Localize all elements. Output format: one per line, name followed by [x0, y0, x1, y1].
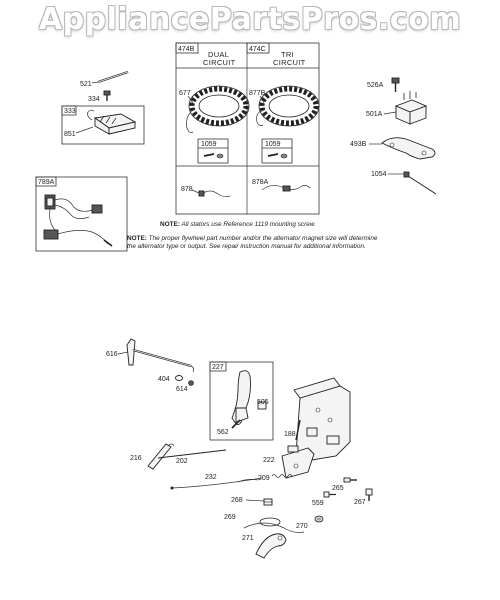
label-1059-dual: 1059	[201, 141, 217, 148]
label-209: 209	[258, 475, 270, 482]
cable-232-illustration	[170, 477, 263, 490]
label-614: 614	[176, 386, 188, 393]
washer-270-illustration	[314, 515, 324, 523]
lever-227-box	[209, 361, 274, 441]
label-851: 851	[64, 131, 76, 138]
washer-404-illustration	[175, 375, 183, 381]
stator-screw-note: NOTE: All stators use Reference 1119 mou…	[160, 221, 420, 229]
flywheel-note-label: NOTE:	[127, 235, 147, 242]
screw-267-illustration	[365, 488, 373, 501]
regulator-333-box	[61, 105, 145, 145]
label-501a: 501A	[366, 111, 383, 118]
label-521: 521	[80, 81, 92, 88]
label-878: 878	[181, 186, 193, 193]
label-334: 334	[88, 96, 100, 103]
flywheel-note: NOTE: The proper flywheel part number an…	[127, 235, 387, 251]
label-878a: 878A	[252, 179, 269, 186]
label-269: 269	[224, 514, 236, 521]
tri-circuit-title-2: CIRCUIT	[273, 58, 306, 67]
label-268: 268	[231, 497, 243, 504]
screw-1059-tri-box	[261, 138, 293, 164]
flywheel-note-text: The proper flywheel part number and/or t…	[127, 235, 378, 250]
label-526a: 526A	[367, 82, 384, 89]
rectifier-501a-illustration	[394, 91, 428, 125]
label-1054: 1054	[371, 171, 387, 178]
label-562: 562	[217, 429, 229, 436]
label-270: 270	[296, 523, 308, 530]
label-877b: 877B	[249, 90, 266, 97]
label-333: 333	[64, 108, 76, 115]
label-1059-tri: 1059	[265, 141, 281, 148]
stator-877b-illustration	[256, 85, 320, 127]
label-505: 505	[257, 399, 269, 406]
bracket-188-illustration	[293, 377, 351, 463]
screw-334-illustration	[103, 90, 111, 101]
label-271: 271	[242, 535, 254, 542]
dual-circuit-title-1: DUAL	[208, 50, 229, 59]
screw-526a-illustration	[391, 77, 400, 92]
shaft-616-illustration	[126, 338, 195, 373]
lever-271-illustration	[255, 533, 287, 559]
screw-265-illustration	[343, 477, 357, 483]
label-202: 202	[176, 458, 188, 465]
tri-circuit-title-1: TRI	[281, 50, 294, 59]
label-404: 404	[158, 376, 170, 383]
harness-878a-illustration	[261, 184, 311, 192]
screw-559-illustration	[323, 491, 336, 498]
harness-878-illustration	[198, 190, 231, 198]
stator-screw-note-label: NOTE:	[160, 221, 180, 228]
cable-269-illustration	[243, 517, 305, 533]
label-493b: 493B	[350, 141, 367, 148]
label-227: 227	[212, 364, 224, 371]
label-677: 677	[179, 90, 191, 97]
stator-group-box	[175, 42, 320, 215]
label-267: 267	[354, 499, 366, 506]
spring-209-illustration	[271, 474, 293, 478]
clip-614-illustration	[188, 380, 194, 386]
dual-circuit-ref: 474B	[178, 46, 195, 53]
label-616: 616	[106, 351, 118, 358]
label-188: 188	[284, 431, 296, 438]
tie-521-illustration	[97, 70, 129, 84]
label-559: 559	[312, 500, 324, 507]
wire-1054-illustration	[403, 171, 437, 195]
label-232: 232	[205, 474, 217, 481]
bracket-493b-illustration	[381, 137, 436, 160]
label-265: 265	[332, 485, 344, 492]
harness-789a-box	[35, 176, 128, 252]
screw-1059-dual-box	[197, 138, 229, 164]
label-789a: 789A	[38, 179, 55, 186]
tri-circuit-ref: 474C	[249, 46, 266, 53]
label-216: 216	[130, 455, 142, 462]
stator-screw-note-text: All stators use Reference 1119 mounting …	[181, 221, 316, 228]
clip-268-illustration	[263, 498, 273, 506]
stator-677-illustration	[186, 85, 250, 133]
part-222-illustration	[281, 445, 315, 479]
label-222: 222	[263, 457, 275, 464]
dual-circuit-title-2: CIRCUIT	[203, 58, 236, 67]
rod-202-illustration	[157, 449, 227, 459]
site-watermark: AppliancePartsPros.com	[38, 2, 462, 37]
link-216-illustration	[147, 443, 175, 470]
